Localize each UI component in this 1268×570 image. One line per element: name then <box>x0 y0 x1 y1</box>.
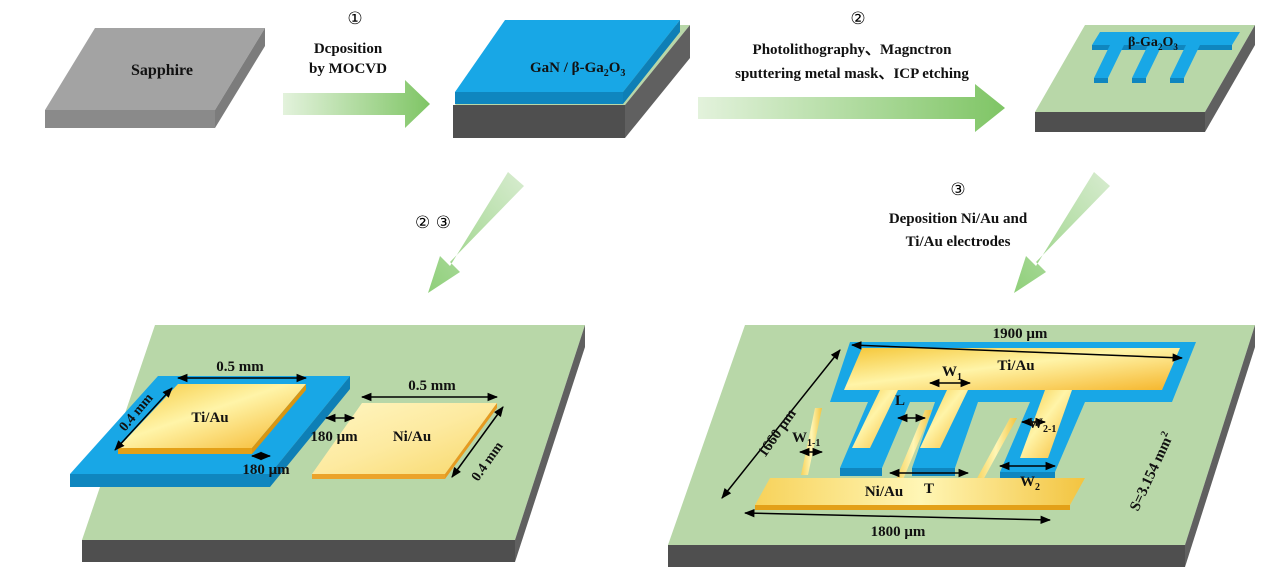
right-l: L <box>895 393 905 409</box>
right-dim-1900: 1900 μm <box>993 326 1048 342</box>
arrow-step1 <box>283 80 430 128</box>
right-w1: W1 <box>942 364 962 383</box>
gan-label: GaN / β-Ga2O3 <box>530 60 625 79</box>
step23-number: ② ③ <box>415 213 451 233</box>
left-dim-05b: 0.5 mm <box>408 378 456 394</box>
left-gap2: 180 μm <box>242 462 290 478</box>
step1-number: ① <box>347 9 362 29</box>
step3-line2: Ti/Au electrodes <box>906 234 1011 250</box>
arrow-step2 <box>698 84 1005 132</box>
right-w2: W2 <box>1020 474 1040 493</box>
right-w21: W2-1 <box>1028 416 1056 435</box>
right-tiau-label: Ti/Au <box>997 358 1034 374</box>
sapphire-label: Sapphire <box>131 62 193 79</box>
right-dim-1800: 1800 μm <box>871 524 926 540</box>
right-t-label: T <box>924 481 934 497</box>
step2-line1: Photolithography、Magnctron <box>753 42 953 58</box>
right-niau-label: Ni/Au <box>865 484 903 500</box>
left-device: Ti/Au Ni/Au 0.5 mm 0.4 mm 0.5 mm 0.4 mm … <box>70 325 585 562</box>
left-niau-label: Ni/Au <box>393 429 431 445</box>
left-dim-05a: 0.5 mm <box>216 359 264 375</box>
right-device: Ti/Au Ni/Au T 1900 μm 1660 μm 1800 μm W1… <box>668 325 1255 567</box>
step2-number: ② <box>850 9 865 29</box>
step1-line2: by MOCVD <box>309 61 387 77</box>
left-gap1: 180 μm <box>310 429 358 445</box>
arrow-step23 <box>428 172 524 293</box>
bga-label: β-Ga2O3 <box>1128 35 1178 52</box>
right-w11: W1-1 <box>792 430 820 449</box>
arrow-step3 <box>1014 172 1110 293</box>
step3-number: ③ <box>950 180 965 200</box>
step3-line1: Deposition Ni/Au and <box>889 211 1028 227</box>
gan-wafer: GaN / β-Ga2O3 <box>453 20 690 138</box>
left-tiau-label: Ti/Au <box>191 410 228 426</box>
sapphire-substrate: Sapphire <box>45 28 265 128</box>
step2-line2: sputtering metal mask、ICP etching <box>735 66 969 82</box>
patterned-wafer: β-Ga2O3 <box>1035 25 1255 132</box>
step1-line1: Dcposition <box>314 41 383 57</box>
